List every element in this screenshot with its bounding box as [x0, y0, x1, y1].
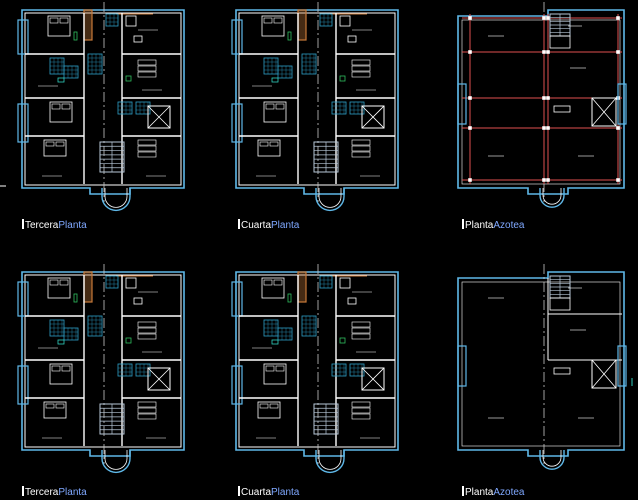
label-planta-azotea-top: PlantaAzotea [462, 219, 525, 232]
floor-plan-cuarta-bottom [231, 264, 399, 474]
label-tercera-planta-bottom: TerceraPlanta [22, 486, 87, 499]
floor-plans [0, 2, 633, 474]
floor-plan-tercera-top [17, 2, 185, 212]
label-tercera-planta-top: TerceraPlanta [22, 219, 87, 232]
roof-plan-azotea-bottom [457, 264, 627, 470]
label-cuarta-planta-bottom: CuartaPlanta [238, 486, 299, 499]
floor-plan-cuarta-top [231, 2, 399, 212]
label-cuarta-planta-top: CuartaPlanta [238, 219, 299, 232]
floor-plan-tercera-bottom [17, 264, 185, 474]
label-planta-azotea-bottom: PlantaAzotea [462, 486, 525, 499]
roof-plan-azotea-top [457, 2, 627, 208]
